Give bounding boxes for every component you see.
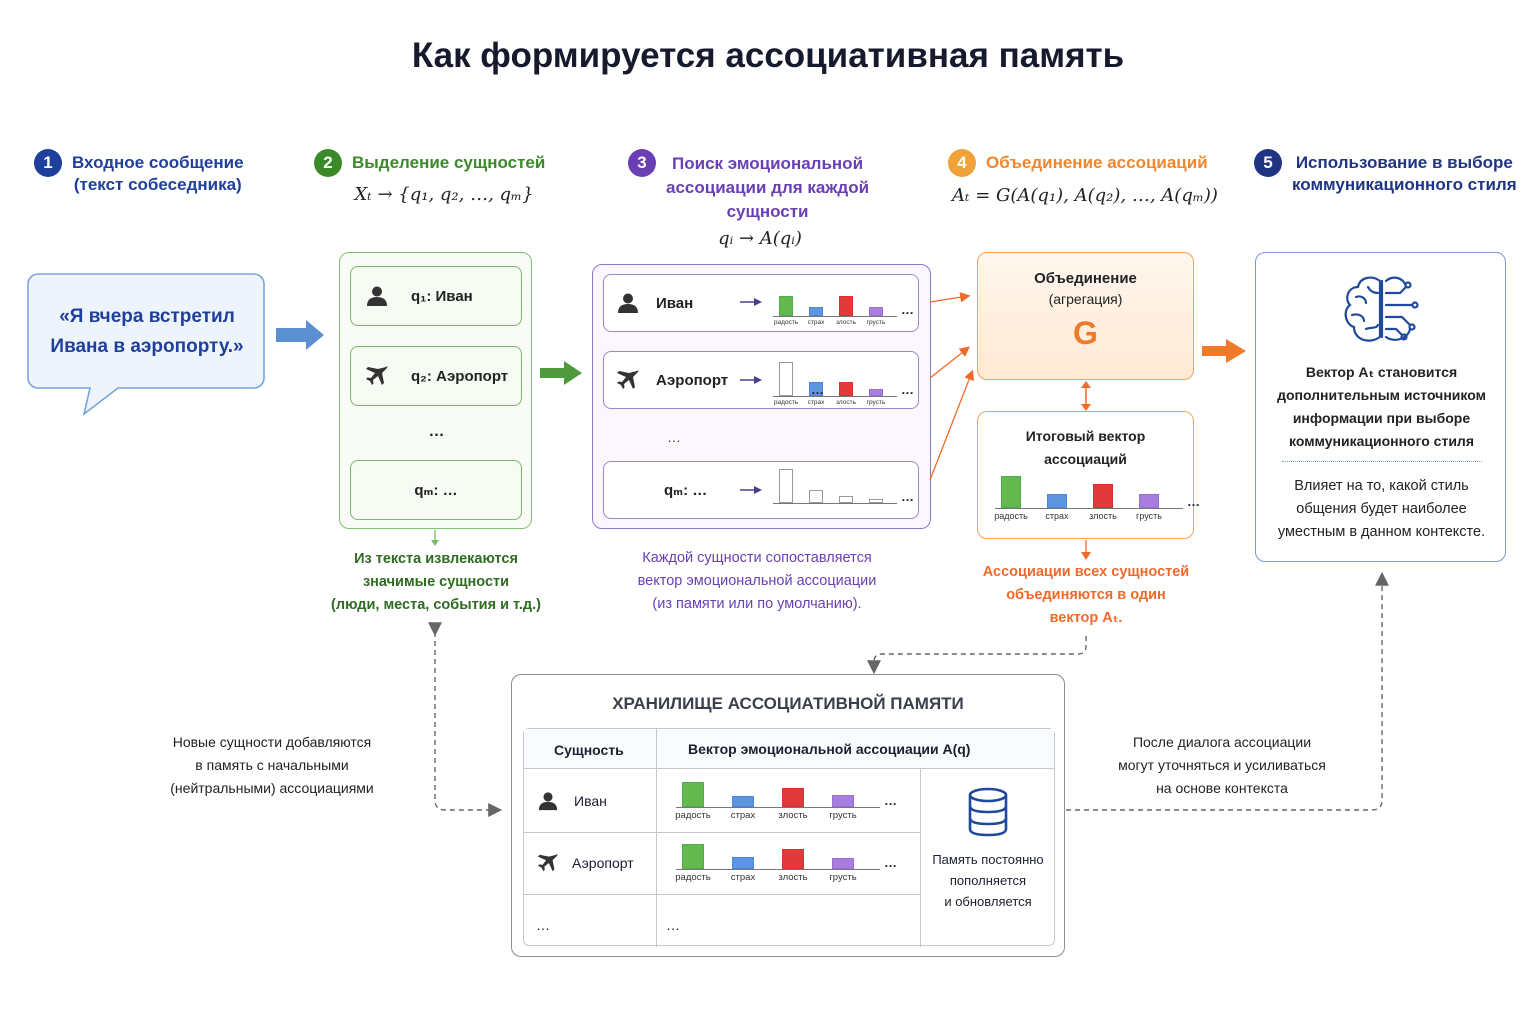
storage-entity-label: Иван: [574, 793, 607, 809]
entity-ellipsis: …: [428, 423, 445, 440]
entities-note: Из текста извлекаются значимые сущности …: [331, 551, 541, 613]
aggregation-note: Ассоциации всех сущностей объединяются в…: [982, 564, 1190, 626]
mapping-row-ivan: Иван: [603, 274, 919, 332]
person-icon: [616, 291, 640, 315]
storage-col-divider: [920, 769, 921, 947]
aggregation-box: Объединение (агрегация) G: [977, 252, 1194, 380]
step-4-formula: Aₜ = G(A(q₁), A(q₂), …, A(qₘ)): [952, 185, 1218, 206]
storage-row-divider: [524, 894, 920, 895]
aggregation-title: Объединение: [1034, 270, 1137, 287]
aggregation-subtitle: (агрегация): [1048, 291, 1123, 307]
storage-entity-label: Аэропорт: [572, 855, 634, 871]
usage-panel: Вектор Aₜ становится дополнительным исто…: [1255, 252, 1506, 562]
usage-divider: [1282, 461, 1482, 462]
storage-vector-ellipsis: …: [666, 917, 680, 933]
brain-icon: [1344, 276, 1419, 342]
step-4-header: 4 Объединение ассоциаций: [948, 149, 1208, 177]
arrow-step1-to-step2: [276, 320, 324, 350]
mapping-arrows: [740, 298, 762, 494]
entity-box-airport: q₂: Аэропорт: [350, 346, 522, 406]
airplane-icon: [536, 851, 560, 875]
mapping-ellipsis: …: [667, 429, 681, 445]
step-1-label: Входное сообщение (текст собеседника): [72, 153, 244, 194]
mapping-row-qm: qₘ: …: [603, 461, 919, 519]
step-2-badge: 2: [314, 149, 342, 177]
storage-row-ivan: Иван: [536, 789, 607, 813]
mapping-label: Аэропорт: [656, 371, 729, 389]
entities-panel: q₁: Иван q₂: Аэропорт … qₘ: …: [339, 252, 532, 529]
storage-db-note: Память постоянно пополняется и обновляет…: [932, 852, 1044, 909]
entity-box-qm: qₘ: …: [350, 460, 522, 520]
mapping-note: Каждой сущности сопоставляется вектор эм…: [637, 550, 877, 612]
step-5-header: 5 Использование в выборе коммуникационно…: [1254, 149, 1517, 196]
storage-panel: ХРАНИЛИЩЕ АССОЦИАТИВНОЙ ПАМЯТИ Сущность …: [511, 674, 1065, 957]
step-3-label: Поиск эмоциональной ассоциации для каждо…: [666, 154, 870, 221]
step-4-badge: 4: [948, 149, 976, 177]
step-3-badge: 3: [628, 149, 656, 177]
step-2-header: 2 Выделение сущностей: [314, 149, 546, 177]
step-2-label: Выделение сущностей: [352, 153, 546, 172]
step-5-label: Использование в выборе коммуникационного…: [1292, 153, 1517, 194]
person-icon: [536, 789, 560, 813]
left-note: Новые сущности добавляются в память с на…: [170, 734, 374, 796]
storage-entity-ellipsis: …: [536, 917, 550, 933]
arrow-vector-to-note: [1081, 540, 1091, 560]
entity-label: qₘ: …: [414, 482, 458, 499]
page-title: Как формируется ассоциативная память: [411, 36, 1125, 75]
step-5-badge: 5: [1254, 149, 1282, 177]
final-vector-title: Итоговый вектор ассоциаций: [1025, 428, 1146, 467]
step-1-header: 1 Входное сообщение (текст собеседника): [34, 149, 244, 196]
arrow-step4-to-step5: [1202, 339, 1246, 363]
arrow-aggregation-to-vector: [1081, 381, 1091, 411]
person-icon: [365, 284, 389, 308]
storage-row-airport: Аэропорт: [536, 851, 634, 875]
database-icon: [968, 787, 1008, 837]
usage-main-text: Вектор Aₜ становится дополнительным исто…: [1277, 364, 1486, 449]
airplane-icon: [616, 368, 640, 392]
storage-header-row: [524, 729, 1054, 769]
step-4-label: Объединение ассоциаций: [986, 153, 1208, 172]
connectors-step3-to-step4: [929, 292, 975, 480]
final-vector-box: Итоговый вектор ассоциаций: [977, 411, 1194, 539]
step-3-header: 3 Поиск эмоциональной ассоциации для каж…: [628, 149, 870, 224]
entity-label: q₁: Иван: [411, 287, 473, 305]
entity-box-ivan: q₁: Иван: [350, 266, 522, 326]
storage-col-divider: [656, 729, 657, 947]
mapping-label: Иван: [656, 294, 694, 312]
step-1-badge: 1: [34, 149, 62, 177]
aggregation-symbol: G: [1073, 315, 1098, 351]
storage-col-vector: Вектор эмоциональной ассоциации A(q): [688, 741, 971, 757]
airplane-icon: [365, 364, 389, 388]
step-3-formula: qᵢ → A(qᵢ): [718, 228, 802, 249]
usage-secondary-text: Влияет на то, какой стиль общения будет …: [1277, 478, 1486, 540]
arrow-step2-to-step3: [540, 361, 582, 385]
storage-title: ХРАНИЛИЩЕ АССОЦИАТИВНОЙ ПАМЯТИ: [612, 694, 964, 713]
storage-row-divider: [524, 832, 920, 833]
mapping-label: qₘ: …: [664, 482, 708, 499]
input-message: «Я вчера встретил Ивана в аэропорту.»: [50, 306, 244, 357]
right-note: После диалога ассоциации могут уточнятьс…: [1118, 734, 1326, 796]
step-2-formula: Xₜ → {q₁, q₂, …, qₘ}: [354, 184, 534, 205]
small-arrow-down: [431, 530, 439, 546]
storage-col-entity: Сущность: [554, 742, 624, 758]
storage-table: Сущность Вектор эмоциональной ассоциации…: [523, 728, 1055, 947]
entity-label: q₂: Аэропорт: [411, 367, 509, 385]
speech-bubble-shape: [27, 273, 265, 416]
